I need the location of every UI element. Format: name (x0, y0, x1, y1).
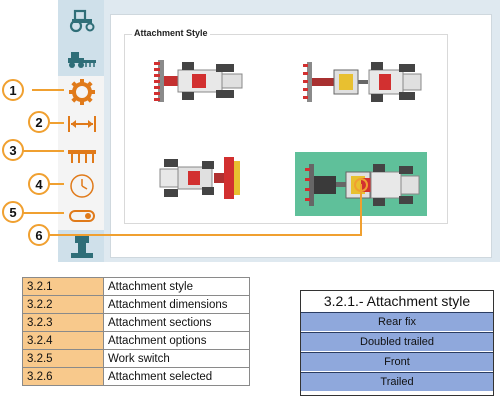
table-row: 3.2.1 Attachment style (22, 277, 250, 296)
sections-icon (68, 150, 96, 163)
reference-table: 3.2.1 Attachment style 3.2.2 Attachment … (22, 277, 250, 386)
dimensions-icon (68, 116, 96, 132)
table-label: Attachment selected (103, 367, 250, 386)
callout-line-3 (22, 150, 64, 152)
tractor-button[interactable] (62, 4, 102, 36)
callout-line-1 (32, 89, 64, 91)
selected-attachment-icon (71, 235, 93, 258)
doubled-trailed-attachment-image (303, 62, 422, 102)
callout-4: 4 (28, 173, 50, 195)
attachment-options-button[interactable] (62, 170, 102, 202)
attachment-style-button[interactable] (62, 76, 102, 108)
table-label: Attachment options (103, 331, 250, 350)
main-panel (110, 14, 492, 258)
list-item-front[interactable]: Front (301, 352, 493, 371)
table-code: 3.2.6 (22, 367, 104, 386)
work-switch-button[interactable] (62, 200, 102, 232)
table-code: 3.2.1 (22, 277, 104, 296)
toggle-icon (69, 210, 95, 222)
attachment-style-list (300, 290, 494, 396)
attachment-icon (68, 52, 96, 68)
table-label: Attachment style (103, 277, 250, 296)
attachment-selected-button[interactable] (62, 230, 102, 262)
callout-2: 2 (28, 111, 50, 133)
table-row: 3.2.4 Attachment options (22, 331, 250, 350)
gear-icon (69, 79, 95, 105)
table-code: 3.2.5 (22, 349, 104, 368)
timer-icon (70, 174, 94, 198)
callout-3: 3 (2, 139, 24, 161)
table-row: 3.2.5 Work switch (22, 349, 250, 368)
option-trailed[interactable] (303, 160, 423, 210)
option-front[interactable] (158, 155, 244, 201)
table-code: 3.2.2 (22, 295, 104, 314)
table-label: Attachment dimensions (103, 295, 250, 314)
callout-line-6 (48, 234, 362, 236)
front-attachment-image (159, 157, 240, 199)
list-item-trailed[interactable]: Trailed (301, 372, 493, 391)
group-title: Attachment Style (132, 28, 210, 38)
option-doubled-trailed[interactable] (303, 58, 425, 106)
table-row: 3.2.6 Attachment selected (22, 367, 250, 386)
list-title: 3.2.1.- Attachment style (323, 293, 471, 309)
rear-fix-attachment-image (154, 60, 243, 102)
table-row: 3.2.3 Attachment sections (22, 313, 250, 332)
table-code: 3.2.4 (22, 331, 104, 350)
list-item-doubled-trailed[interactable]: Doubled trailed (301, 332, 493, 351)
callout-5: 5 (2, 201, 24, 223)
callout-line-5 (20, 212, 64, 214)
table-label: Attachment sections (103, 313, 250, 332)
callout-line-6-vertical (360, 184, 362, 235)
attachment-button[interactable] (62, 42, 102, 74)
callout-6-target (354, 178, 368, 192)
table-code: 3.2.3 (22, 313, 104, 332)
list-item-rear-fix[interactable]: Rear fix (301, 312, 493, 331)
callout-line-4 (46, 183, 64, 185)
callout-1: 1 (2, 79, 24, 101)
table-row: 3.2.2 Attachment dimensions (22, 295, 250, 314)
table-label: Work switch (103, 349, 250, 368)
tractor-icon (69, 9, 95, 33)
callout-6: 6 (28, 224, 50, 246)
attachment-sections-button[interactable] (62, 140, 102, 172)
trailed-attachment-image (305, 164, 420, 206)
attachment-style-group (124, 34, 448, 224)
callout-line-2 (50, 122, 64, 124)
option-rear-fix[interactable] (152, 56, 252, 106)
attachment-dimensions-button[interactable] (62, 108, 102, 140)
